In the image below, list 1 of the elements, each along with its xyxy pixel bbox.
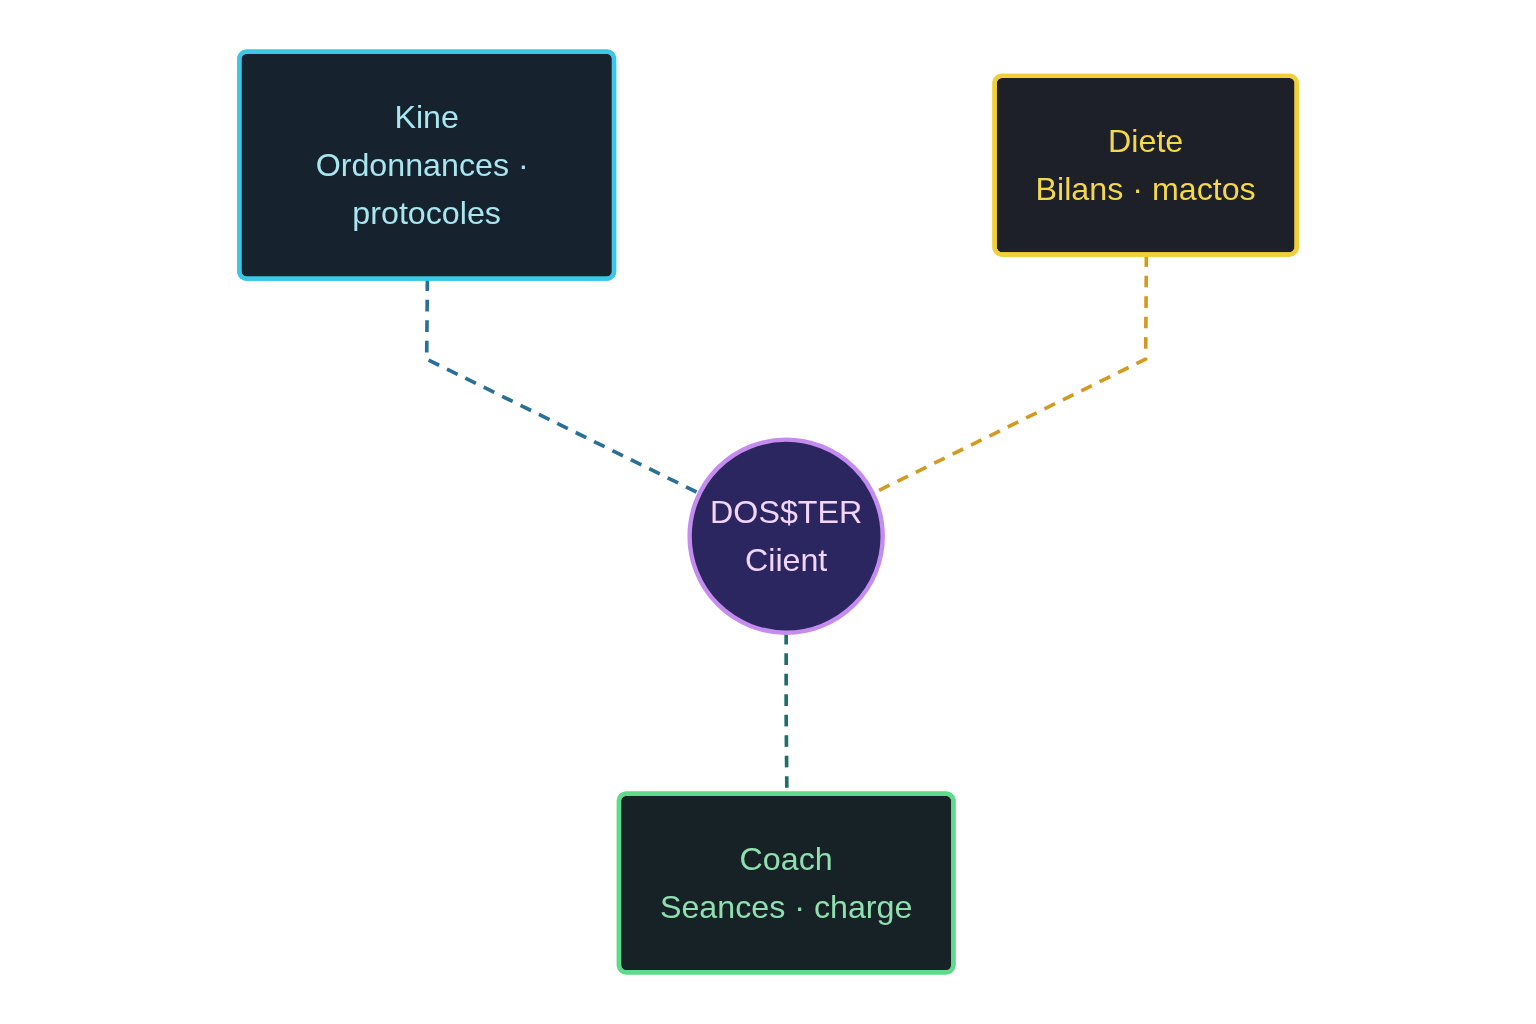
node-circle: DOS$TER Ciient	[687, 437, 885, 635]
